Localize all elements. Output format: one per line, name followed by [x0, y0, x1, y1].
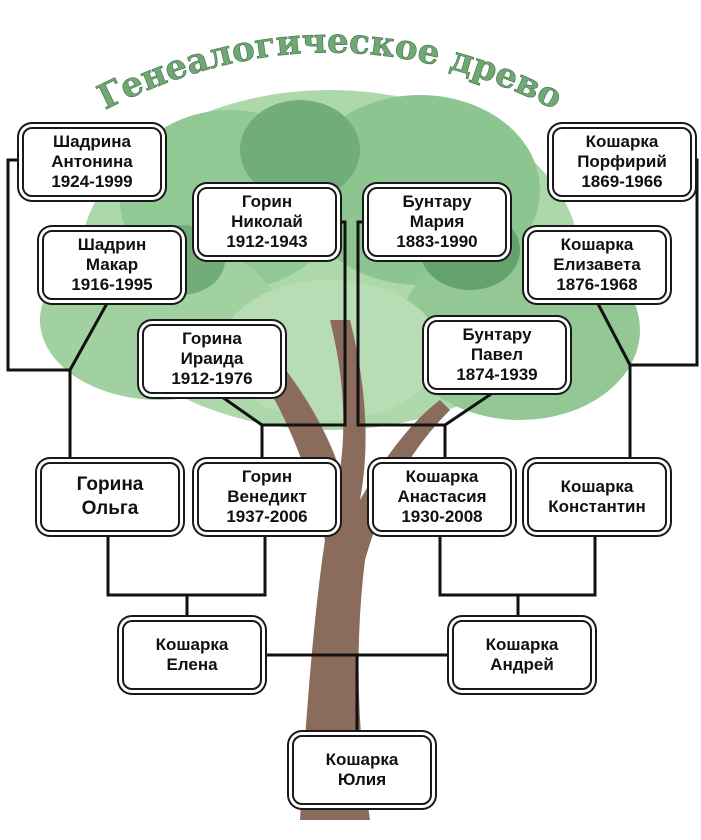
person-card-elizaveta[interactable]: Кошарка Елизавета 1876-1968 [527, 230, 667, 300]
person-card-makar[interactable]: Шадрин Макар 1916-1995 [42, 230, 182, 300]
person-card-venedikt[interactable]: Горин Венедикт 1937-2006 [197, 462, 337, 532]
person-card-andrei[interactable]: Кошарка Андрей [452, 620, 592, 690]
person-card-nikolai[interactable]: Горин Николай 1912-1943 [197, 187, 337, 257]
person-card-elena[interactable]: Кошарка Елена [122, 620, 262, 690]
first-name: Ольга [81, 498, 139, 519]
person-card-anastasia[interactable]: Кошарка Анастасия 1930-2008 [372, 462, 512, 532]
person-card-maria[interactable]: Бунтару Мария 1883-1990 [367, 187, 507, 257]
surname: Кошарка [325, 750, 399, 769]
surname: Горина [182, 329, 242, 348]
years: 1874-1939 [456, 365, 538, 384]
surname: Кошарка [560, 235, 634, 254]
person-card-porfiry[interactable]: Кошарка Порфирий 1869-1966 [552, 127, 692, 197]
person-card-yulia[interactable]: Кошарка Юлия [292, 735, 432, 805]
surname: Горина [76, 474, 144, 495]
surname: Шадрин [77, 235, 147, 254]
person-card-antonina[interactable]: Шадрина Антонина 1924-1999 [22, 127, 162, 197]
surname: Кошарка [585, 132, 659, 151]
years: 1937-2006 [226, 507, 308, 526]
person-card-iraida[interactable]: Горина Ираида 1912-1976 [142, 324, 282, 394]
surname: Кошарка [560, 477, 634, 496]
surname: Кошарка [155, 635, 229, 654]
surname: Кошарка [485, 635, 559, 654]
first-name: Ираида [180, 349, 244, 368]
years: 1876-1968 [556, 275, 638, 294]
first-name: Анастасия [397, 487, 487, 506]
first-name: Порфирий [577, 152, 667, 171]
first-name: Антонина [51, 152, 133, 171]
first-name: Елизавета [553, 255, 641, 274]
years: 1924-1999 [51, 172, 133, 191]
first-name: Макар [85, 255, 139, 274]
surname: Бунтару [402, 192, 472, 211]
first-name: Константин [548, 497, 646, 516]
surname: Шадрина [53, 132, 131, 151]
surname: Кошарка [405, 467, 479, 486]
years: 1912-1943 [226, 232, 308, 251]
person-card-pavel[interactable]: Бунтару Павел 1874-1939 [427, 320, 567, 390]
first-name: Николай [231, 212, 303, 231]
years: 1869-1966 [581, 172, 663, 191]
first-name: Мария [409, 212, 465, 231]
years: 1912-1976 [171, 369, 253, 388]
first-name: Елена [166, 655, 218, 674]
person-card-konstantin[interactable]: Кошарка Константин [527, 462, 667, 532]
first-name: Юлия [337, 770, 387, 789]
years: 1916-1995 [71, 275, 153, 294]
first-name: Венедикт [227, 487, 307, 506]
connector-lines [6, 158, 699, 733]
years: 1883-1990 [396, 232, 478, 251]
person-card-olga[interactable]: Горина Ольга [40, 462, 180, 532]
surname: Горин [241, 192, 293, 211]
surname: Горин [241, 467, 293, 486]
first-name: Андрей [490, 655, 554, 674]
years: 1930-2008 [401, 507, 483, 526]
first-name: Павел [470, 345, 524, 364]
surname: Бунтару [462, 325, 532, 344]
tree-trunk [250, 320, 450, 820]
